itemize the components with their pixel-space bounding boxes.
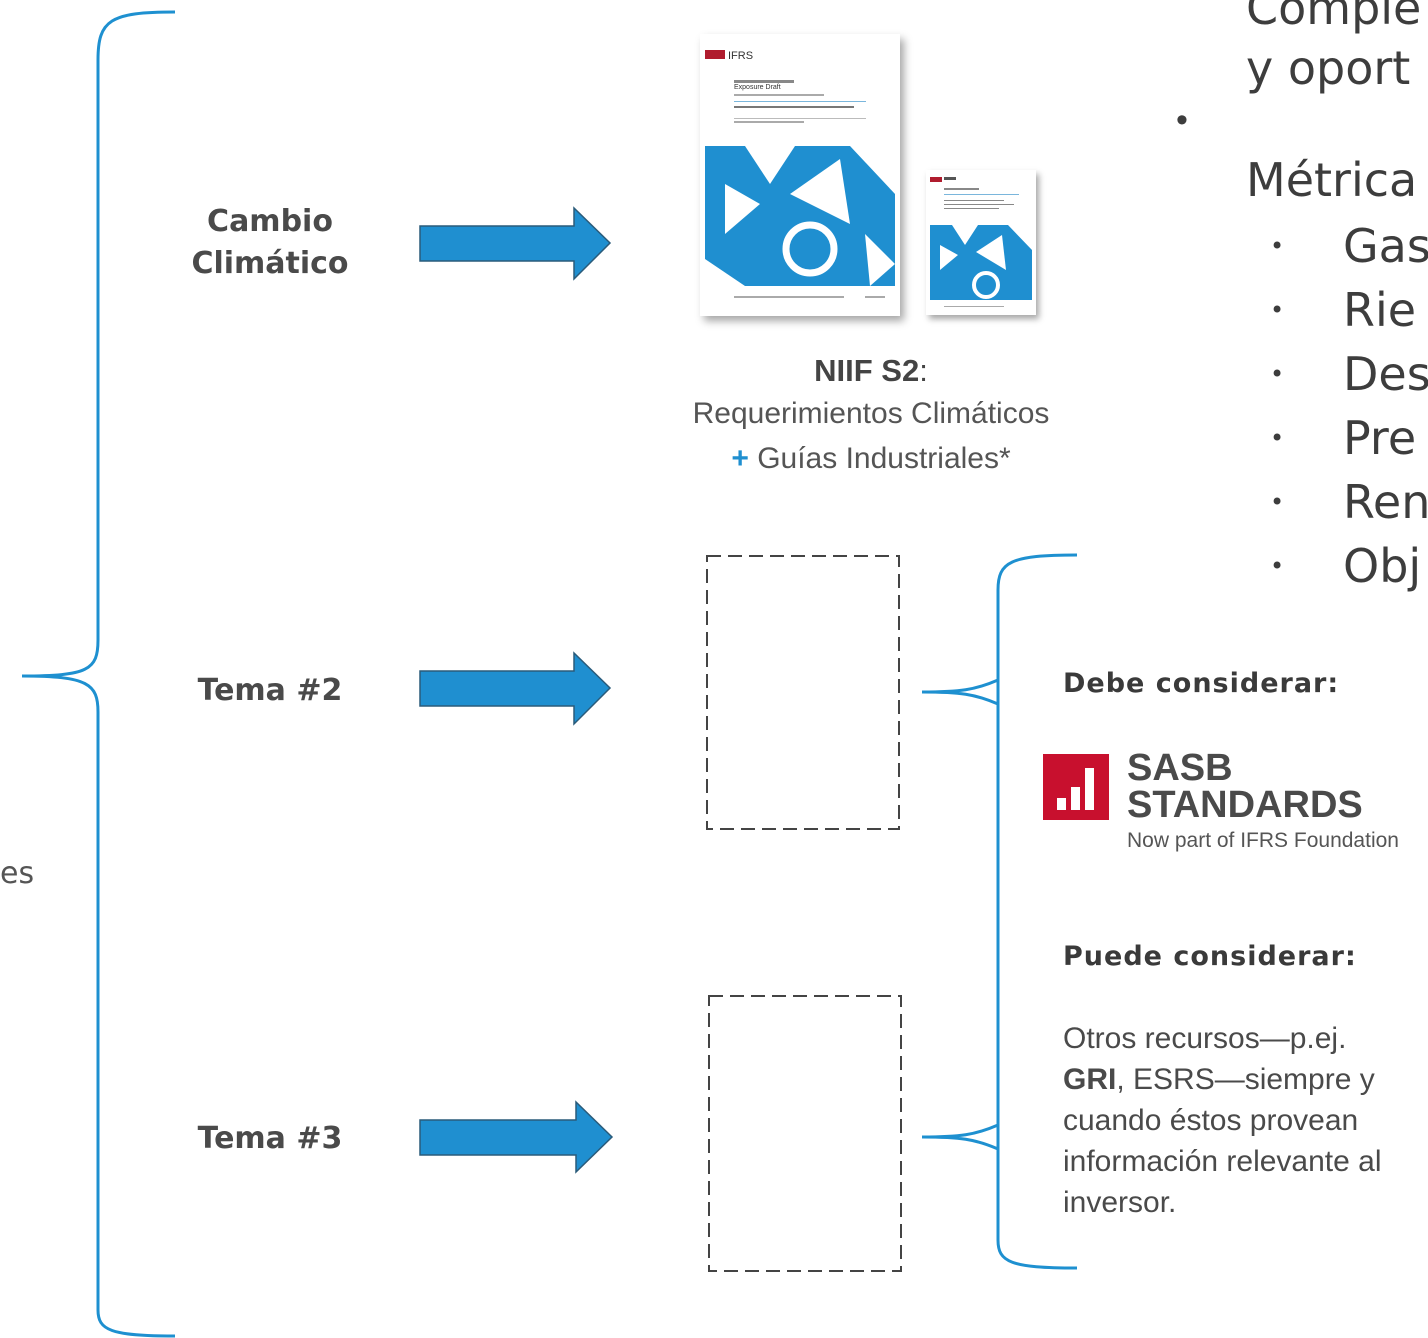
niif-s2-caption: NIIF S2: Requerimientos Climáticos + Guí… [640,350,1102,482]
sasb-tagline: Now part of IFRS Foundation [1127,829,1399,852]
topic-label-line1: Cambio [207,204,333,239]
brace-pointer-tema3 [921,1123,999,1151]
arrow-cambio [419,206,612,281]
placeholder-box-tema3 [708,995,902,1272]
plus-sign: + [731,442,749,475]
other-resources-text: Otros recursos—p.ej. GRI, ESRS—siempre y… [1063,1018,1382,1223]
placeholder-box-tema2 [706,555,900,830]
metrics-item: •Ren [1270,475,1428,529]
other-resources-line2: , ESRS—siempre y [1116,1063,1375,1096]
sasb-line2: STANDARDS [1127,784,1363,826]
left-brace [21,10,176,1338]
industry-guides-document-cover [926,170,1036,315]
topic-label-line2: Climático [191,246,349,281]
right-partial-line1: Comple [1246,0,1422,35]
metrics-item: •Pre [1270,411,1417,465]
left-edge-text: es [0,856,35,891]
gri-text: GRI [1063,1063,1117,1096]
niif-s2-document-cover: IFRS Exposure Draft [700,34,900,316]
sasb-bars-icon [1057,768,1094,810]
other-resources-line1: Otros recursos—p.ej. [1063,1022,1347,1055]
metrics-item: •Des [1270,347,1428,401]
right-brace [996,553,1078,1270]
arrow-tema2 [419,651,612,726]
sasb-wordmark: SASB STANDARDS [1127,747,1363,826]
niif-s2-title-suffix: : [919,353,928,388]
may-consider-heading: Puede considerar: [1063,941,1357,972]
metrics-item: •Rie [1270,283,1417,337]
document-cover-artwork: IFRS Exposure Draft [705,50,895,298]
metrics-item: •Gas [1270,219,1428,273]
sasb-line1: SASB [1127,747,1233,789]
bullet-marker: • [1176,101,1188,139]
right-partial-line2: y oport [1246,41,1411,95]
small-cover-artwork [930,177,1032,307]
cover-heading-text: Exposure Draft [734,84,781,91]
other-resources-line4: información relevante al [1063,1145,1382,1178]
right-partial-text: Comple y oport [1246,0,1421,98]
topic-label-tema3: Tema #3 [197,1121,343,1156]
other-resources-line3: cuando éstos provean [1063,1104,1359,1137]
other-resources-line5: inversor. [1063,1186,1177,1219]
niif-s2-subtitle: Requerimientos Climáticos [692,397,1050,430]
topic-label-tema2: Tema #2 [197,673,343,708]
sasb-logo-icon [1043,754,1109,820]
cover-brand-text: IFRS [728,50,753,62]
brace-pointer-tema2 [921,678,999,706]
topic-label-cambio: Cambio Climático [180,201,360,285]
metrics-heading: Métrica [1246,153,1418,207]
industry-guides-text: Guías Industriales* [757,442,1011,475]
metrics-list: •Gas •Rie •Des •Pre •Ren •Obj [1270,214,1428,598]
niif-s2-title: NIIF S2 [814,353,920,388]
arrow-tema3 [419,1100,614,1174]
metrics-item: •Obj [1270,539,1422,593]
must-consider-heading: Debe considerar: [1063,668,1340,699]
